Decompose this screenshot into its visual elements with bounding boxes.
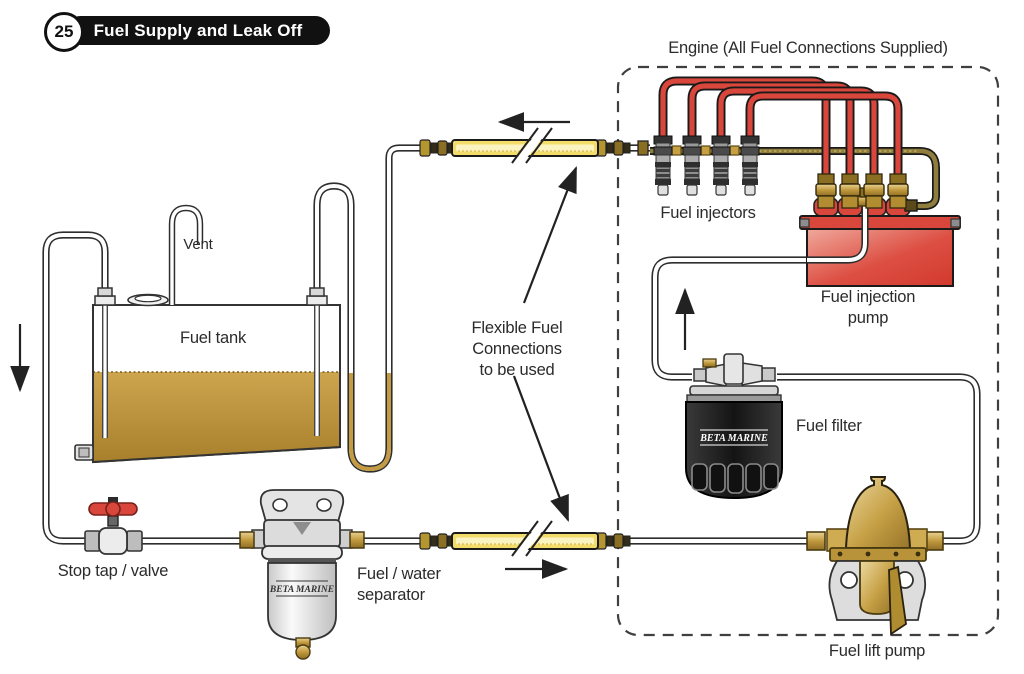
fuel-lift-pump-label: Fuel lift pump: [828, 642, 926, 660]
separator-label: Fuel / water separator: [357, 565, 441, 604]
filter-brand-text: BETA MARINE: [699, 433, 768, 444]
section-title: Fuel Supply and Leak Off: [93, 20, 303, 40]
break-gap: [516, 519, 552, 552]
section-number-badge: 25: [44, 12, 84, 52]
fuel-in-trap: [349, 373, 391, 472]
vent-pipe: [168, 204, 204, 305]
separator-bowl: [267, 562, 337, 641]
tank-dip-tubes: [102, 296, 320, 438]
lift-pump-lever: [888, 565, 907, 636]
engine-box-label: Engine (All Fuel Connections Supplied): [668, 39, 948, 57]
flexible-hose-supply: [419, 519, 631, 557]
pointer-arrow-upper: [522, 165, 578, 304]
pump-brass-fittings: [815, 173, 909, 209]
stop-tap-label: Stop tap / valve: [57, 562, 169, 580]
section-title-pill: Fuel Supply and Leak Off: [66, 16, 330, 45]
filter-bottom-scallops: [691, 463, 779, 494]
fuel-injection-pump: [799, 197, 961, 287]
separator-bracket: [259, 489, 345, 523]
vent-label: Vent: [183, 236, 213, 253]
injection-pump-label: Fuel injection pump: [820, 288, 916, 327]
flexible-hose-leak-off: [419, 126, 631, 164]
lift-pump-dome: [844, 476, 912, 549]
engine-boundary-box: [616, 65, 1000, 637]
section-number: 25: [54, 22, 74, 41]
filler-cap: [127, 293, 169, 307]
break-gap: [516, 126, 552, 159]
fuel-tank: [74, 293, 341, 464]
fuel-lift-pump: [806, 476, 944, 636]
flexible-connections-label: Flexible Fuel Connections to be used: [471, 319, 563, 379]
fuel-tank-label: Fuel tank: [179, 329, 247, 347]
stop-tap-valve: [84, 497, 143, 555]
injector-red-pipes: [658, 76, 903, 180]
leak-off-return-pipe: [313, 144, 430, 473]
pointer-arrow-lower: [512, 375, 570, 523]
fuel-filter: BETA MARINE: [685, 353, 783, 500]
fuel-injectors-label: Fuel injectors: [660, 204, 756, 222]
separator-brand-text: BETA MARINE: [269, 585, 334, 595]
fuel-injectors: [653, 135, 760, 196]
fuel-filter-label: Fuel filter: [796, 417, 862, 435]
flow-arrows: [10, 112, 695, 579]
tank-supply-run-pipe: [42, 231, 109, 545]
tank-fittings: [94, 287, 328, 306]
tank-drain-plug: [74, 444, 94, 461]
fuel-water-separator: BETA MARINE: [239, 489, 365, 660]
